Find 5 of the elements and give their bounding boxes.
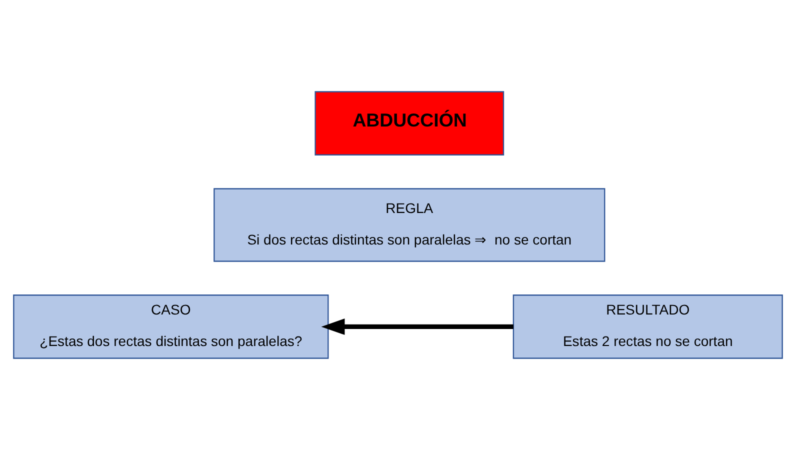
node-box: CASO ¿Estas dos rectas distintas son paralelas? bbox=[12, 294, 328, 359]
arrow bbox=[320, 318, 513, 335]
node-box: REGLA Si dos rectas distintas son paralelas ⇒ no se cortan bbox=[213, 188, 605, 262]
node-box: RESULTADO Estas 2 rectas no se cortan bbox=[512, 294, 782, 359]
node-box: ABDUCCIÓN bbox=[314, 91, 504, 156]
